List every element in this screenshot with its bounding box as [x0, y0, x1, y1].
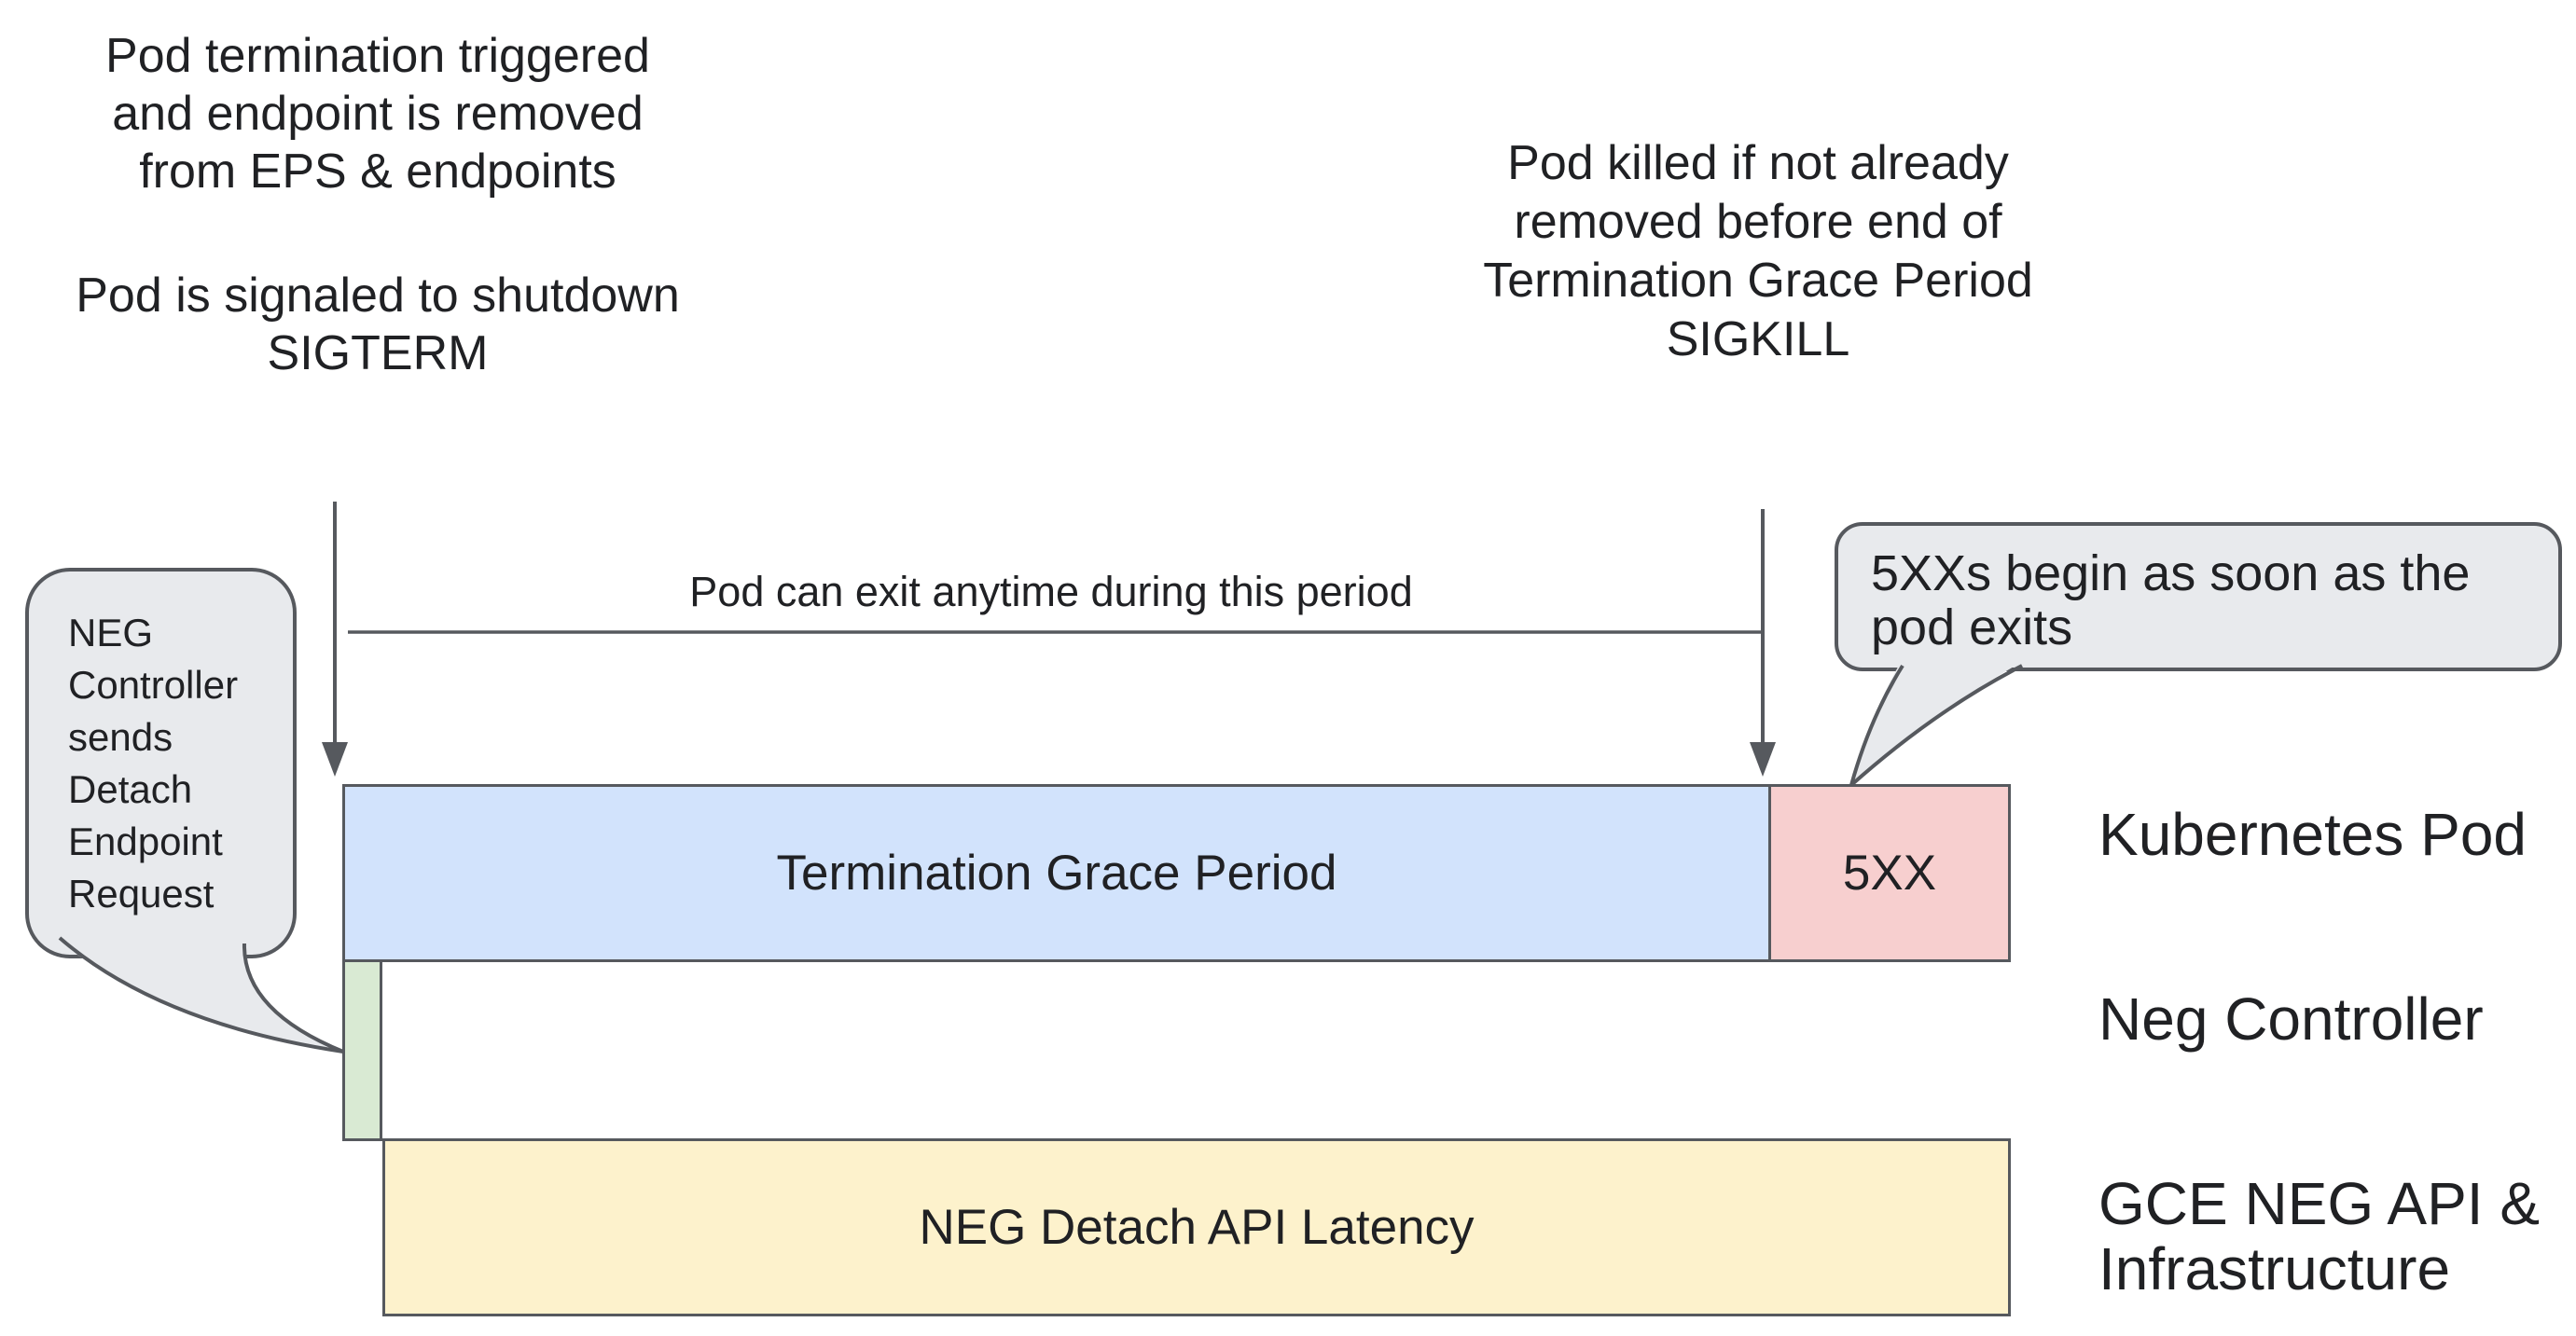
lane-label-neg-controller: Neg Controller — [2098, 985, 2484, 1053]
note-pod-sigterm: Pod is signaled to shutdown SIGTERM — [76, 269, 680, 380]
lane-label-gce-neg-api: GCE NEG API & Infrastructure — [2098, 1170, 2541, 1302]
grace-period-bar-label: Termination Grace Period — [776, 846, 1337, 901]
sigterm-arrow — [322, 502, 348, 777]
5xx-bar-label: 5XX — [1842, 846, 1937, 901]
right-callout-tail — [1849, 662, 2023, 787]
sigkill-arrowhead-icon — [1750, 742, 1776, 777]
callout-5xx: 5XXs begin as soon as the pod exits — [1835, 522, 2562, 671]
neg-detach-latency-bar-label: NEG Detach API Latency — [919, 1200, 1475, 1255]
callout-5xx-text: 5XXs begin as soon as the pod exits — [1871, 545, 2471, 655]
callout-neg-controller-text: NEG Controller sends Detach Endpoint Req… — [68, 610, 239, 916]
sigkill-arrow — [1750, 509, 1776, 777]
period-span-label: Pod can exit anytime during this period — [689, 568, 1413, 615]
5xx-bar: 5XX — [1768, 784, 2011, 962]
grace-period-bar: Termination Grace Period — [342, 784, 1771, 962]
neg-detach-latency-bar: NEG Detach API Latency — [382, 1138, 2011, 1316]
note-pod-termination-triggered: Pod termination triggered and endpoint i… — [105, 29, 650, 199]
detach-request-bar — [342, 959, 382, 1141]
note-pod-sigkill: Pod killed if not already removed before… — [1483, 136, 2033, 366]
sigterm-arrowhead-icon — [322, 742, 348, 777]
callout-neg-controller: NEG Controller sends Detach Endpoint Req… — [25, 568, 297, 958]
lane-label-kubernetes-pod: Kubernetes Pod — [2098, 801, 2527, 868]
